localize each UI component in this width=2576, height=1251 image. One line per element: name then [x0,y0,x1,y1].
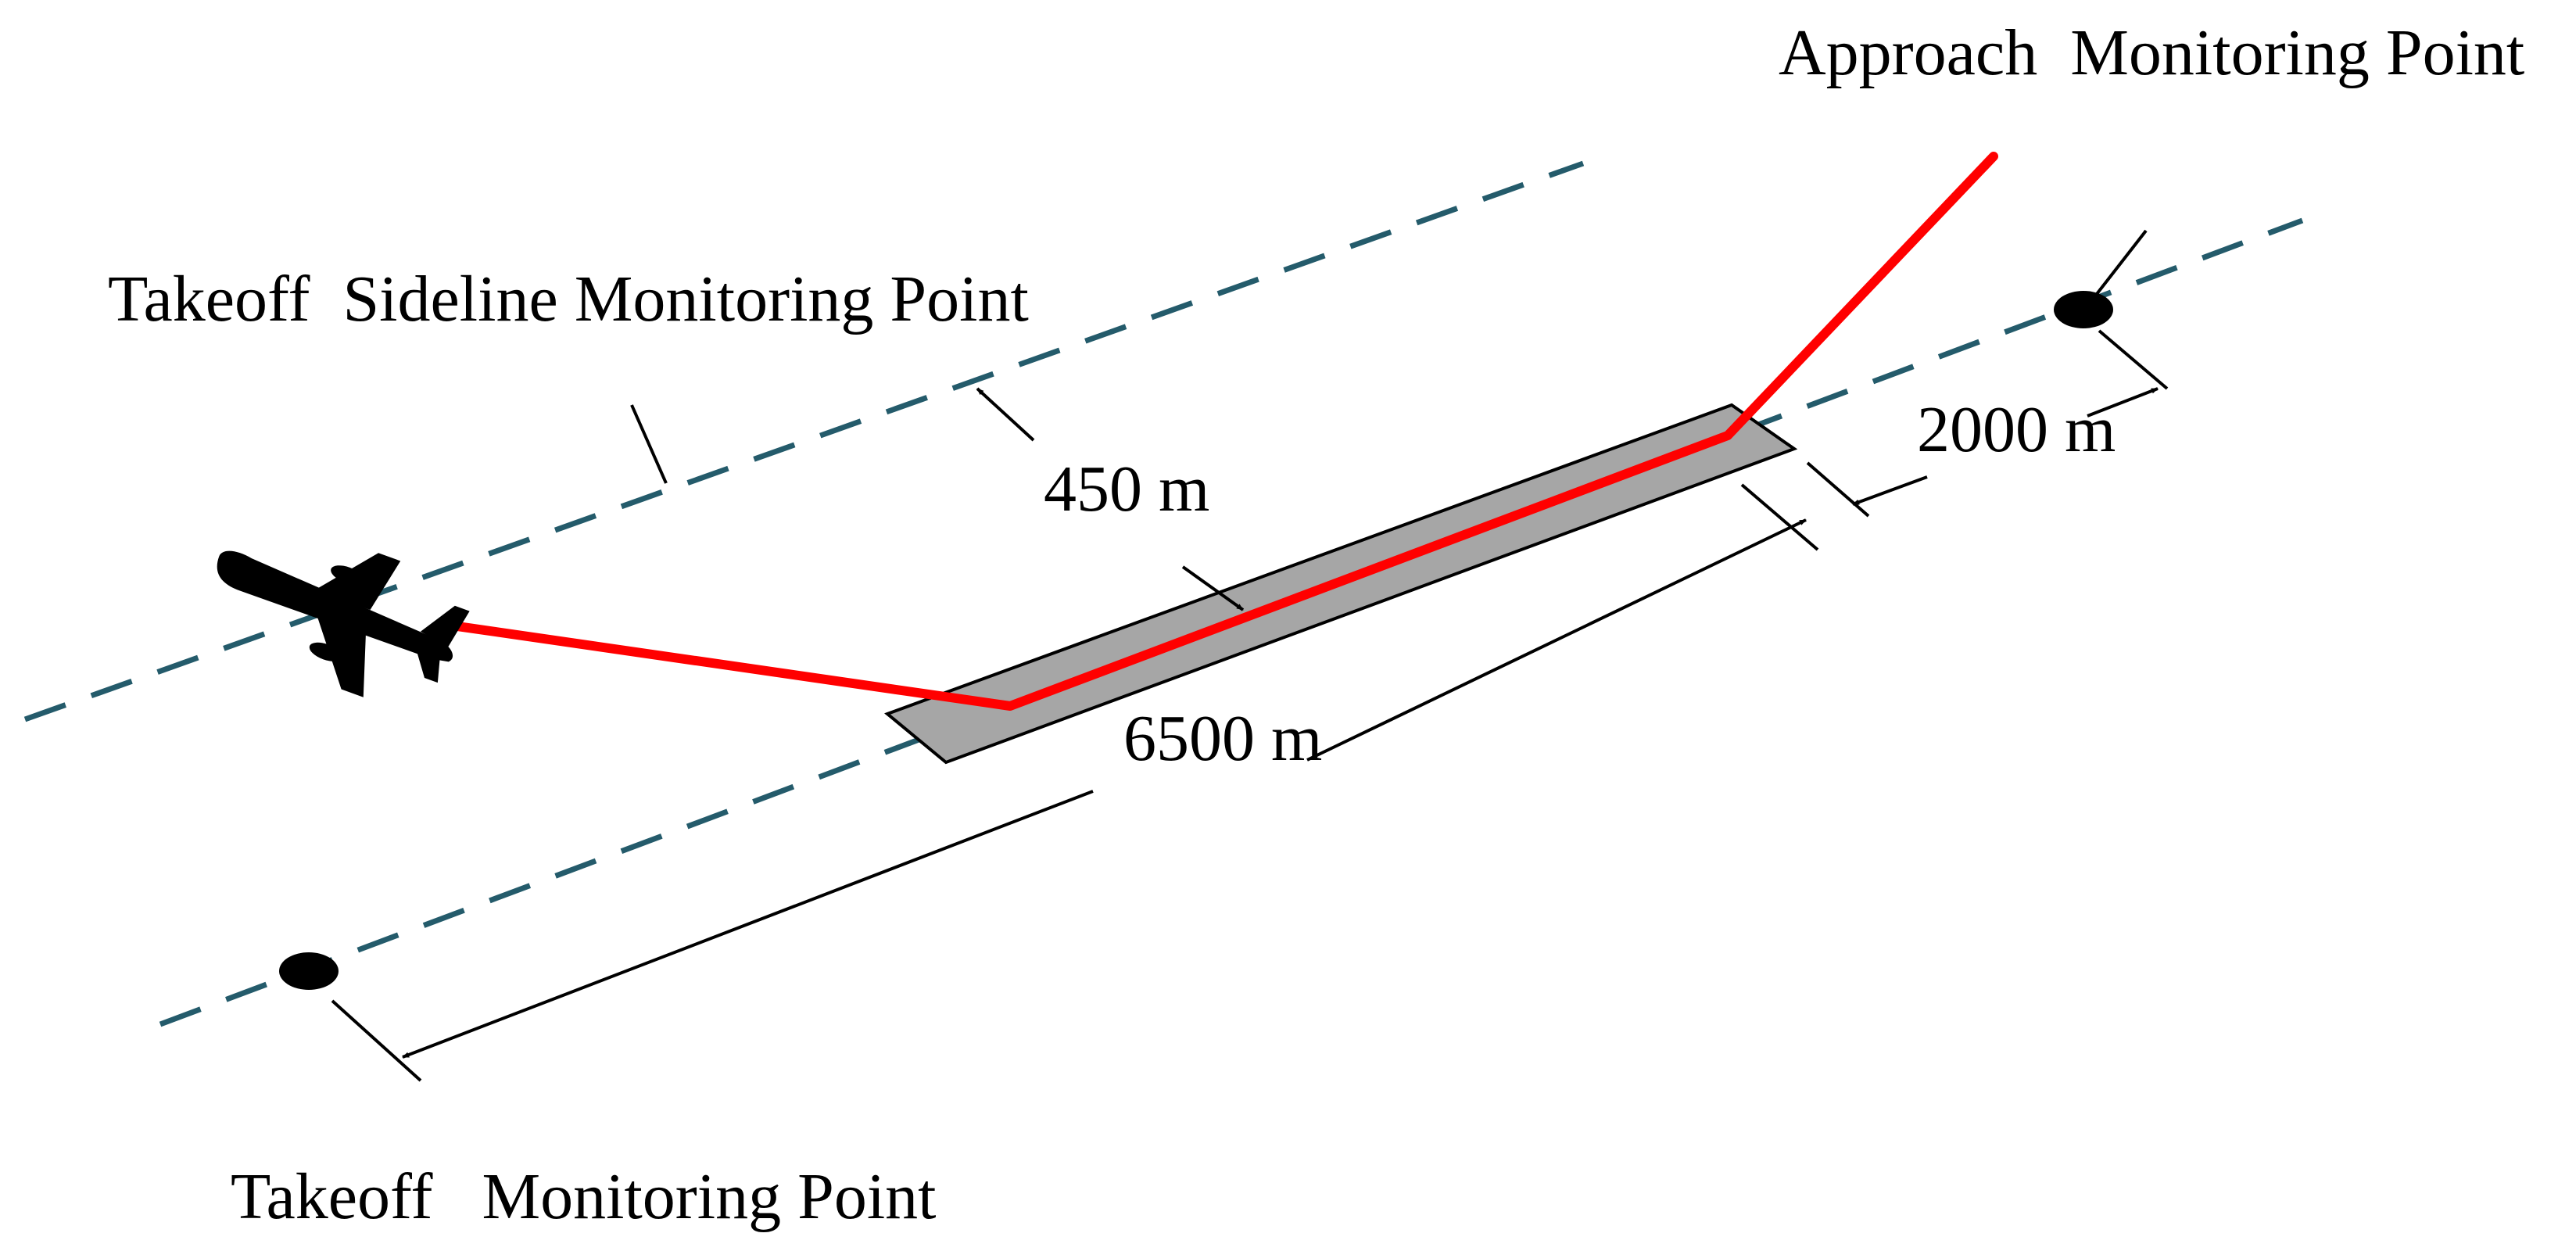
dim-6500-left-arrow [402,790,1094,1059]
dim-6500-tick-takeoff [331,999,422,1082]
dim-2000-tick-point [2098,329,2169,390]
dimension-6500-label: 6500 m [1123,702,1322,775]
sideline-leader-line [630,404,668,484]
approach-monitoring-point-label: Approach Monitoring Point [1779,16,2524,89]
flight-path [447,152,1998,711]
dimension-2000-label: 2000 m [1917,393,2116,466]
dim-450-upper-arrow [976,387,1035,442]
approach-monitoring-point-marker [2054,291,2113,328]
airplane-icon [217,550,470,697]
sideline-dashed-line [23,160,1585,722]
sideline-monitoring-point-label: Takeoff Sideline Monitoring Point [108,263,1029,335]
dim-6500-tick-runway [1740,483,1819,551]
dim-450-lower-arrow [1181,565,1245,611]
dim-2000-tick-runway [1806,461,1870,518]
dim-2000-right-arrow [2087,387,2159,418]
dim-6500-right-arrow [1306,518,1807,762]
dim-2000-left-arrow [1852,475,1928,506]
takeoff-monitoring-point-label: Takeoff Monitoring Point [231,1160,937,1233]
takeoff-monitoring-point-marker [279,952,339,990]
dimension-450-label: 450 m [1044,453,1209,525]
approach-leader-line [2090,229,2148,303]
